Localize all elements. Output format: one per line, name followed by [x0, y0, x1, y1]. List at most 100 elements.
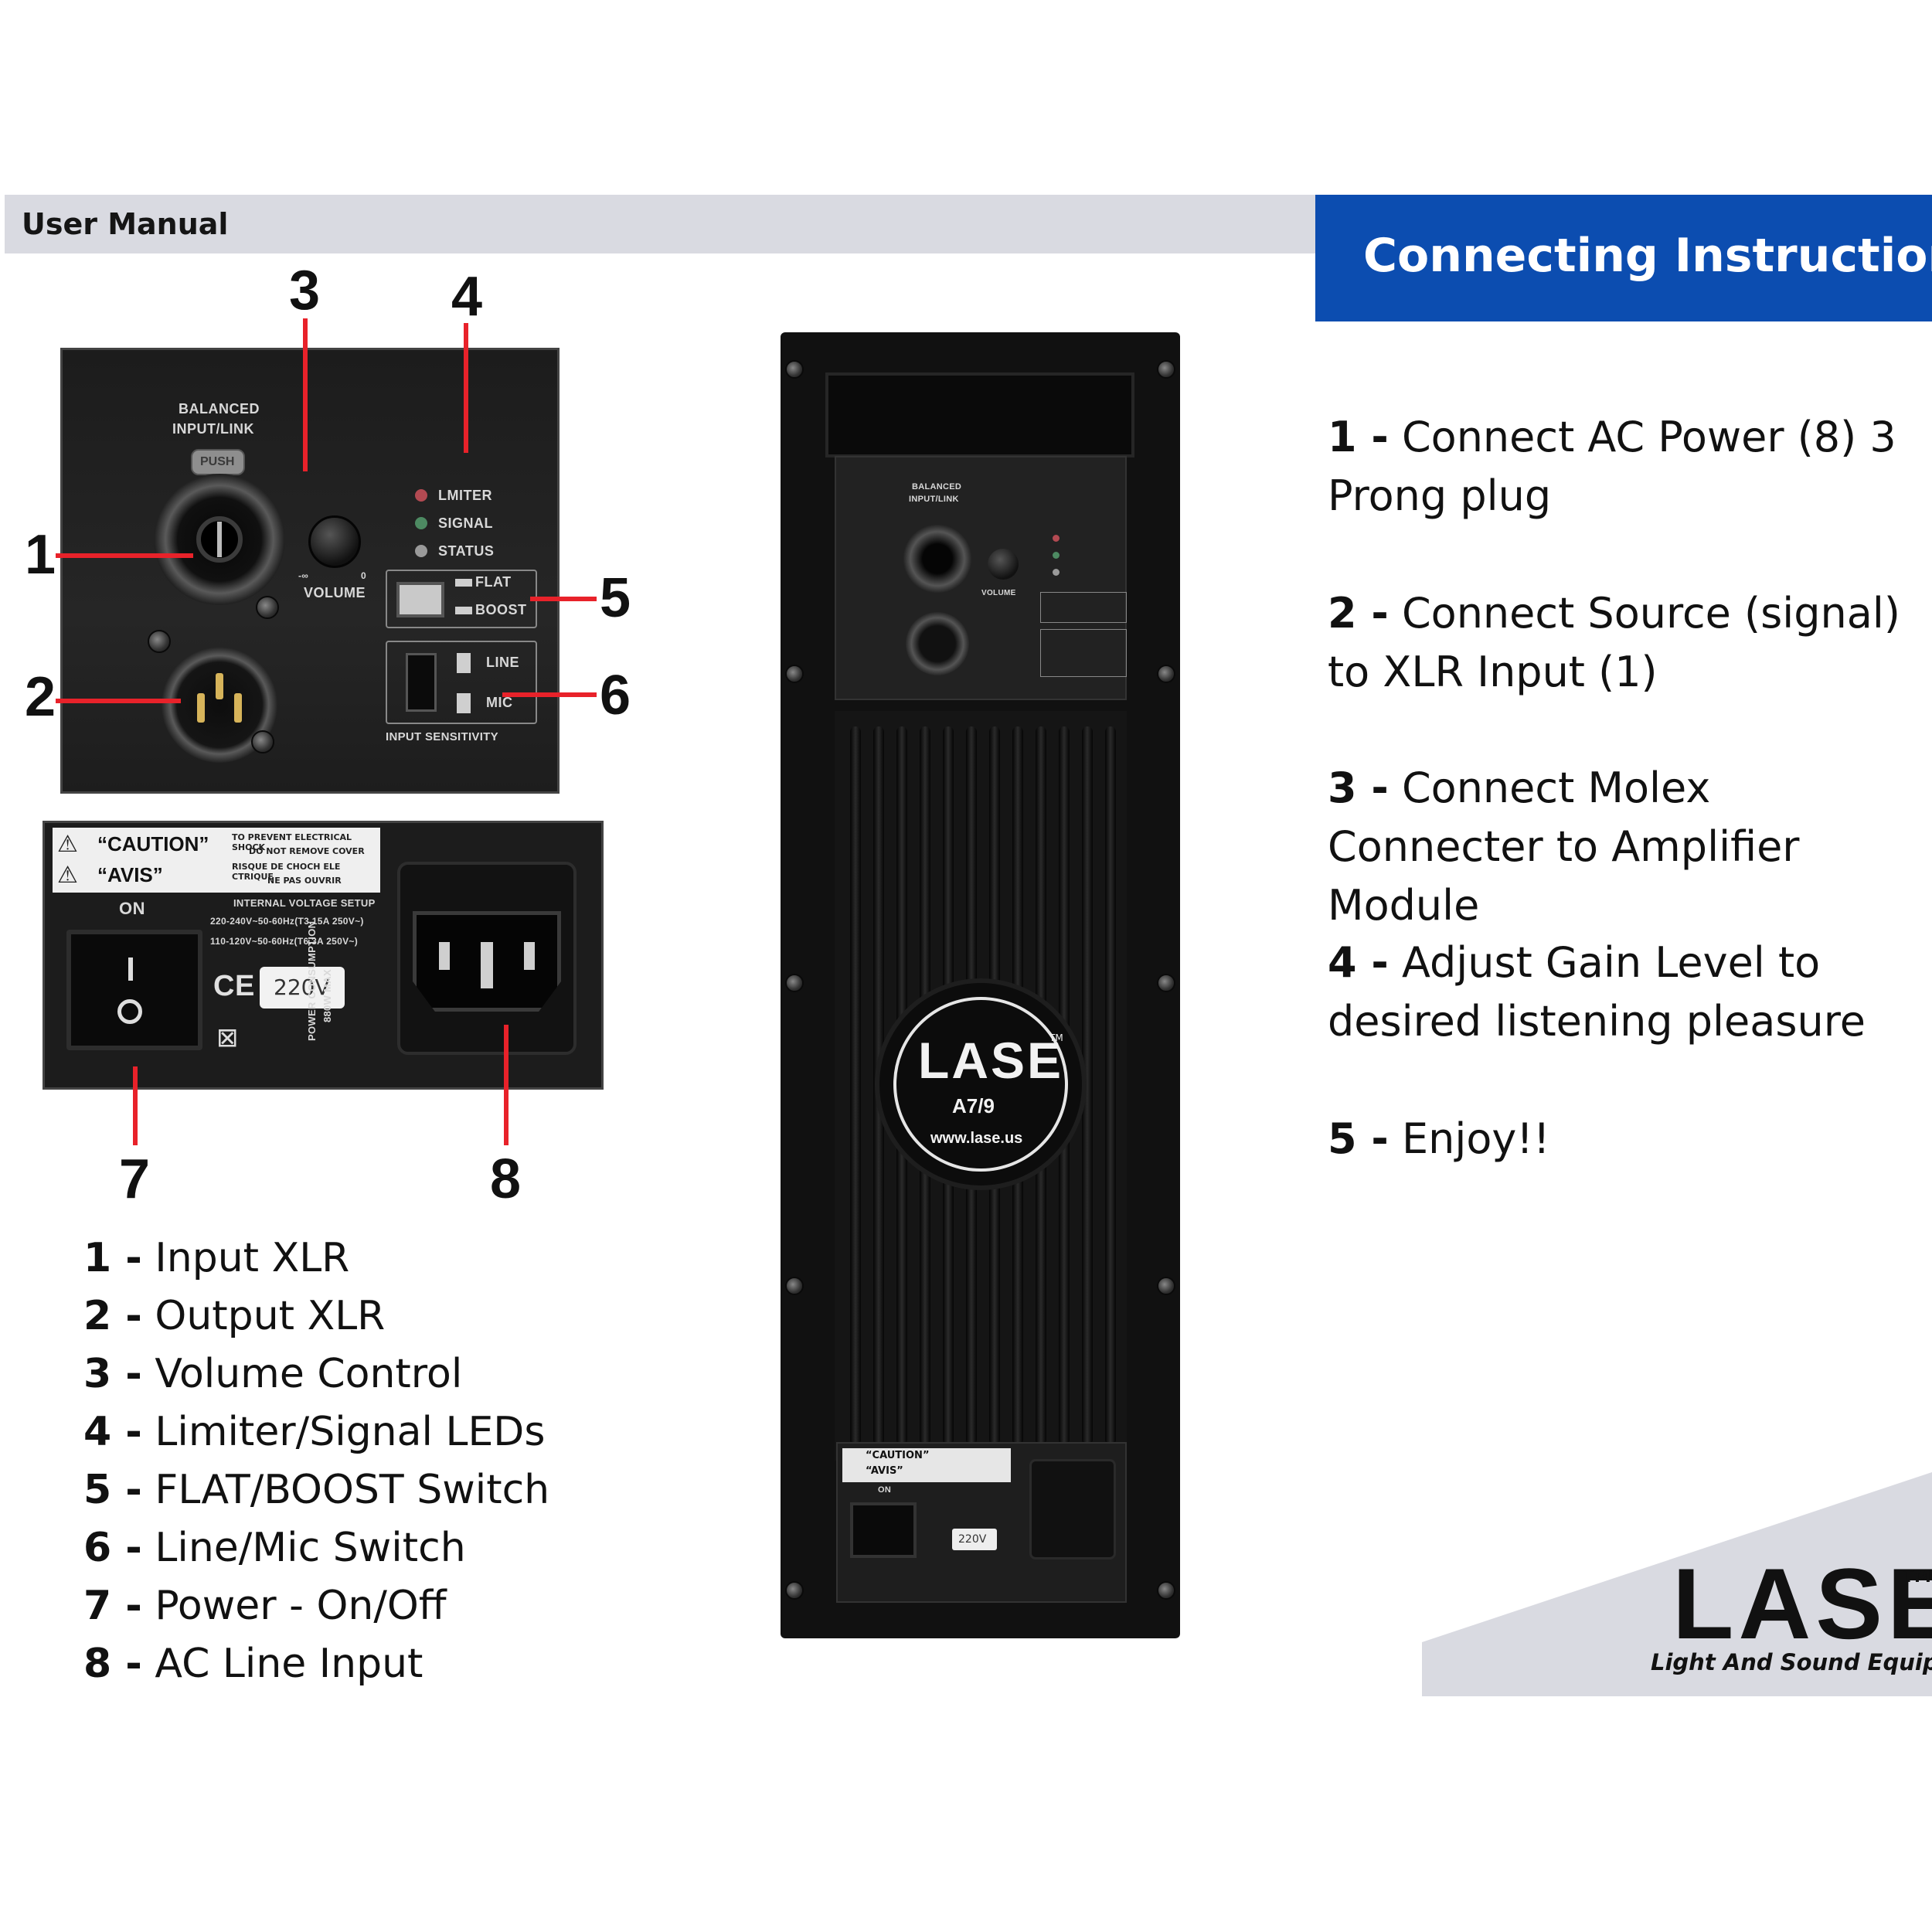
callout-1-line	[56, 553, 193, 558]
mount-hole-icon	[785, 1581, 804, 1600]
mount-hole-icon	[785, 360, 804, 379]
on-label: ON	[119, 899, 145, 918]
signal-led-label: SIGNAL	[438, 515, 494, 531]
callout-3-line	[303, 318, 308, 471]
voltage-line-2: 110-120V~50-60Hz(T6.3A 250V~)	[210, 936, 359, 947]
push-label: PUSH	[200, 455, 235, 468]
step-4: 4 - Adjust Gain Level to desired listeni…	[1328, 938, 1866, 1046]
legend-item-3: 3 - Volume Control	[83, 1351, 463, 1397]
weee-bin-icon: ⊠	[216, 1022, 239, 1053]
badge-model: A7/9	[952, 1094, 995, 1117]
warning-icon: ⚠	[57, 831, 78, 858]
callout-5: 5	[600, 567, 631, 629]
section-title: Connecting Instructions	[1363, 229, 1932, 283]
section-title-bar	[1315, 195, 1932, 321]
callout-3: 3	[289, 260, 321, 321]
header-bar	[5, 195, 1315, 253]
badge-tm: TM	[1049, 1032, 1063, 1043]
warning-line-1: TO PREVENT ELECTRICAL SHOCK	[232, 832, 352, 852]
mini-voltage-value: 220V	[958, 1533, 987, 1546]
mini-control-panel: BALANCED INPUT/LINK VOLUME	[835, 456, 1127, 700]
boost-label: BOOST	[475, 602, 527, 617]
status-led	[415, 545, 427, 557]
power-panel-photo: ⚠ “CAUTION” ⚠ “AVIS” TO PREVENT ELECTRIC…	[43, 821, 604, 1090]
mini-voltage-selector: 220V	[952, 1529, 997, 1550]
callout-4-line	[464, 323, 468, 453]
brand-logo-tm: TM	[1903, 1567, 1931, 1587]
amplifier-module-photo: BALANCED INPUT/LINK VOLUME LASE TM A7/9 …	[781, 332, 1180, 1638]
limiter-led	[415, 489, 427, 502]
limiter-led-label: LMITER	[438, 488, 492, 503]
voltage-value: 220V	[274, 975, 330, 1000]
badge-brand: LASE	[918, 1032, 1064, 1089]
badge-url: www.lase.us	[930, 1130, 1023, 1147]
callout-4: 4	[451, 266, 483, 328]
legend-item-6: 6 - Line/Mic Switch	[83, 1525, 466, 1571]
brand-badge: LASE TM A7/9 www.lase.us	[875, 978, 1087, 1190]
volume-min-label: -∞	[298, 570, 309, 581]
mic-label: MIC	[486, 695, 513, 710]
push-tab: PUSH	[191, 449, 245, 475]
sensitivity-switch-box: LINE MIC	[386, 641, 537, 724]
mini-power-switch	[850, 1502, 917, 1558]
mount-hole-icon	[1157, 974, 1175, 992]
caution-sticker: ⚠ “CAUTION” ⚠ “AVIS” TO PREVENT ELECTRIC…	[53, 828, 380, 893]
caution-text: “CAUTION”	[97, 832, 209, 855]
signal-led	[415, 517, 427, 529]
input-sensitivity-label: INPUT SENSITIVITY	[386, 730, 498, 743]
legend-item-7: 7 - Power - On/Off	[83, 1583, 447, 1629]
callout-7-line	[133, 1066, 138, 1145]
mini-ac-inlet	[1029, 1459, 1116, 1560]
volume-max-label: 0	[361, 570, 366, 581]
callout-8: 8	[490, 1148, 522, 1210]
balanced-label: BALANCED	[179, 401, 260, 417]
input-link-label: INPUT/LINK	[172, 421, 254, 437]
mini-signal-led	[1053, 552, 1060, 559]
flat-label: FLAT	[475, 574, 512, 590]
step-3: 3 - Connect Molex Connecter to Amplifier…	[1328, 764, 1800, 930]
screw-icon	[148, 630, 171, 653]
callout-2-line	[56, 699, 181, 703]
mini-balanced-label: BALANCED	[912, 482, 962, 492]
callout-5-line	[530, 597, 597, 601]
line-mic-switch[interactable]	[406, 653, 437, 712]
mini-combo-jack	[903, 524, 972, 594]
warning-line-3: RISQUE DE CHOCH ELE CTRIQUE	[232, 862, 341, 882]
warning-line-2: DO NOT REMOVE COVER	[249, 846, 365, 856]
mini-on-label: ON	[878, 1485, 892, 1495]
warning-icon: ⚠	[57, 862, 78, 889]
legend-item-5: 5 - FLAT/BOOST Switch	[83, 1467, 550, 1513]
warning-line-4: NE PAS OUVRIR	[267, 876, 342, 886]
mini-avis-text: “AVIS”	[866, 1465, 903, 1477]
callout-2: 2	[25, 666, 56, 728]
brand-logo: LASE	[1672, 1547, 1932, 1660]
voltage-line-1: 220-240V~50-60Hz(T3.15A 250V~)	[210, 916, 364, 927]
legend-item-2: 2 - Output XLR	[83, 1293, 386, 1339]
mini-status-led	[1053, 569, 1060, 576]
mini-sens-box	[1040, 629, 1127, 677]
mini-xlr-jack	[906, 612, 969, 675]
ac-inlet	[397, 862, 577, 1055]
mount-hole-icon	[785, 974, 804, 992]
step-5: 5 - Enjoy!!	[1328, 1114, 1550, 1163]
callout-7: 7	[119, 1148, 151, 1210]
volume-knob[interactable]	[308, 515, 361, 568]
voltage-selector[interactable]: 220V	[260, 967, 345, 1009]
volume-label: VOLUME	[304, 585, 366, 600]
screw-icon	[251, 730, 274, 753]
mount-hole-icon	[785, 665, 804, 683]
power-switch[interactable]	[66, 930, 202, 1050]
avis-text: “AVIS”	[97, 863, 163, 886]
status-led-label: STATUS	[438, 543, 495, 559]
power-consumption-value: 880W MAX	[321, 969, 333, 1022]
callout-6: 6	[600, 665, 631, 726]
mini-volume-label: VOLUME	[981, 589, 1016, 597]
mount-hole-icon	[1157, 1277, 1175, 1295]
manual-label: User Manual	[22, 207, 229, 241]
flat-boost-switch[interactable]	[396, 582, 444, 617]
control-panel-photo: BALANCED INPUT/LINK PUSH -∞ 0 VOLUME LMI…	[60, 348, 560, 794]
step-1: 1 - Connect AC Power (8) 3 Prong plug	[1328, 413, 1896, 520]
mini-caution-text: “CAUTION”	[866, 1450, 930, 1461]
handle-recess	[825, 372, 1134, 457]
mini-eq-box	[1040, 592, 1127, 623]
